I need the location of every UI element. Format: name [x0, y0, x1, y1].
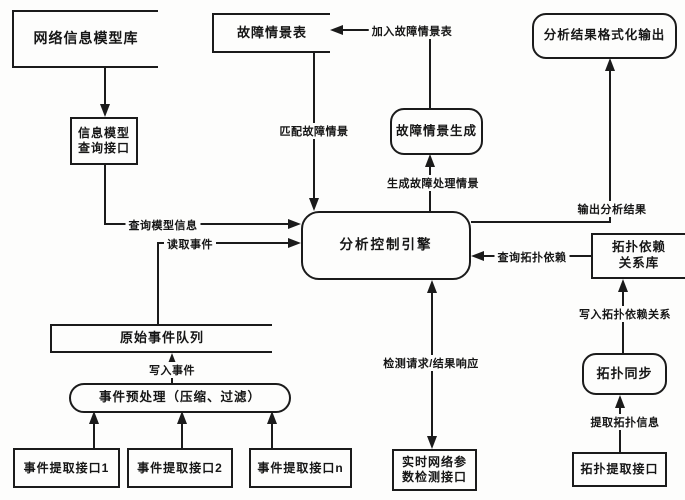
edge-label-add-fault-scenario: 加入故障情景表	[368, 23, 456, 39]
edge-label-match-fault-scenario: 匹配故障情景	[276, 123, 352, 139]
arrowhead	[177, 411, 187, 424]
node-label-line2: 数检测接口	[401, 470, 467, 484]
edge-label-query-topo-dependency: 查询拓扑依赖	[494, 249, 570, 265]
node-info-model-query-interface: 信息模型 查询接口	[70, 117, 138, 165]
node-label: 原始事件队列	[119, 330, 204, 346]
node-topology-dependency-store: 拓扑依赖 关系库	[591, 233, 685, 279]
node-fault-scenario-table: 故障情景表	[212, 13, 330, 53]
edge-label-read-event: 读取事件	[164, 236, 216, 252]
node-label: 信息模型 查询接口	[78, 126, 130, 156]
arrowhead	[89, 411, 99, 424]
node-label-line2: 关系库	[618, 256, 660, 270]
arrowhead	[425, 154, 435, 167]
node-topology-extract-interface: 拓扑提取接口	[572, 452, 667, 487]
arrowhead	[618, 279, 628, 292]
arrowhead	[427, 436, 437, 449]
node-topology-sync: 拓扑同步	[582, 353, 667, 395]
arrowhead	[288, 219, 301, 229]
node-label: 拓扑同步	[596, 365, 653, 381]
node-label: 事件提取接口2	[137, 460, 223, 475]
node-analysis-control-engine: 分析控制引擎	[301, 211, 471, 280]
edge-iface-to-engine	[104, 165, 294, 225]
edge-label-query-model-info: 查询模型信息	[125, 217, 201, 233]
node-label-line1: 信息模型	[77, 126, 130, 140]
arrowhead	[427, 280, 437, 293]
node-raw-event-queue: 原始事件队列	[50, 324, 272, 353]
node-label: 故障情景生成	[395, 123, 477, 138]
edge-label-write-event: 写入事件	[146, 362, 198, 378]
node-label: 拓扑提取接口	[580, 462, 659, 476]
edge-gen-to-table	[337, 29, 431, 108]
node-fault-scenario-generation: 故障情景生成	[390, 108, 483, 155]
node-label-line2: 查询接口	[77, 141, 130, 155]
node-event-preprocess: 事件预处理（压缩、过滤）	[69, 383, 291, 413]
node-network-info-model-store: 网络信息模型库	[12, 10, 158, 68]
arrowhead	[615, 395, 625, 408]
edge-label-detect-request-response: 检测请求/结果响应	[380, 355, 482, 371]
edge-label-extract-topo-info: 提取拓扑信息	[587, 414, 663, 430]
node-label: 分析结果格式化输出	[543, 28, 666, 43]
node-label: 网络信息模型库	[33, 30, 139, 47]
node-event-extract-interface-2: 事件提取接口2	[127, 448, 233, 488]
node-label: 分析控制引擎	[339, 237, 433, 253]
node-event-extract-interface-1: 事件提取接口1	[13, 448, 120, 488]
edge-label-write-topo-dependency: 写入拓扑依赖关系	[576, 306, 674, 322]
node-label: 事件提取接口n	[257, 460, 344, 475]
arrowhead	[267, 411, 277, 424]
arrowhead	[309, 198, 319, 211]
arrowhead	[605, 58, 615, 71]
node-label: 故障情景表	[236, 24, 307, 40]
node-label-line1: 实时网络参	[401, 455, 467, 469]
node-label: 实时网络参 数检测接口	[402, 455, 467, 485]
arrowhead	[100, 104, 110, 117]
arrowhead	[330, 25, 343, 35]
edge-label-output-analysis-result: 输出分析结果	[574, 201, 650, 217]
node-result-format-output: 分析结果格式化输出	[532, 13, 677, 59]
node-label: 事件提取接口1	[23, 460, 110, 475]
edge-queue-to-engine	[157, 242, 294, 324]
node-label: 事件预处理（压缩、过滤）	[98, 390, 261, 405]
node-event-extract-interface-n: 事件提取接口n	[249, 448, 352, 488]
node-realtime-network-param-interface: 实时网络参 数检测接口	[392, 449, 477, 491]
edge-label-gen-fault-handling: 生成故障处理情景	[384, 175, 482, 191]
edge-engine-to-output	[471, 64, 611, 223]
node-label-line1: 拓扑依赖	[611, 240, 666, 255]
arrowhead	[288, 238, 301, 248]
arrowhead	[471, 251, 484, 261]
node-label: 拓扑依赖 关系库	[612, 240, 666, 271]
